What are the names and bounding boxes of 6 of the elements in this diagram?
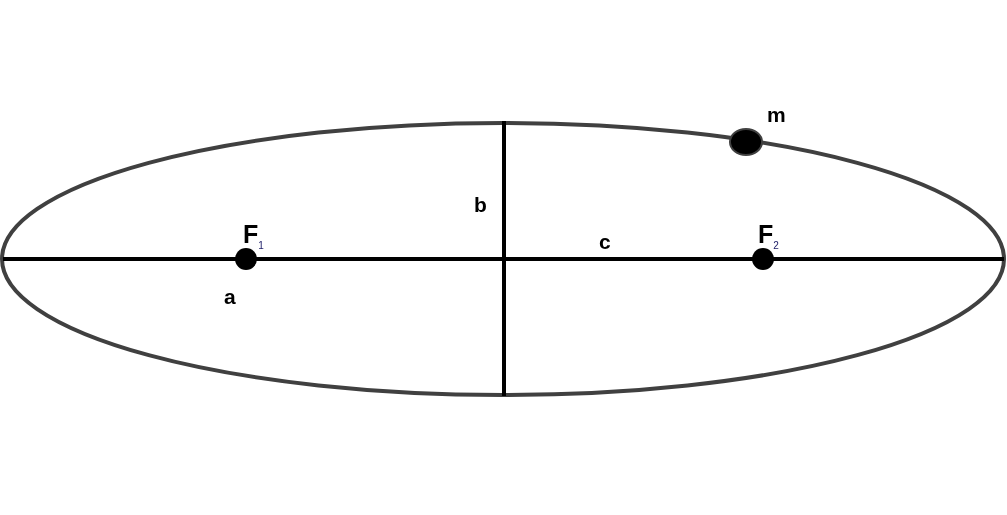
focus-label: F$_{2}$ (758, 222, 779, 251)
focus-label: F$_{1}$ (243, 222, 264, 251)
mass-label: m (767, 104, 786, 125)
semi-minor-axis-label: b (474, 194, 487, 215)
focal-distance-label: c (599, 231, 611, 252)
semi-major-axis-label: a (224, 286, 236, 307)
